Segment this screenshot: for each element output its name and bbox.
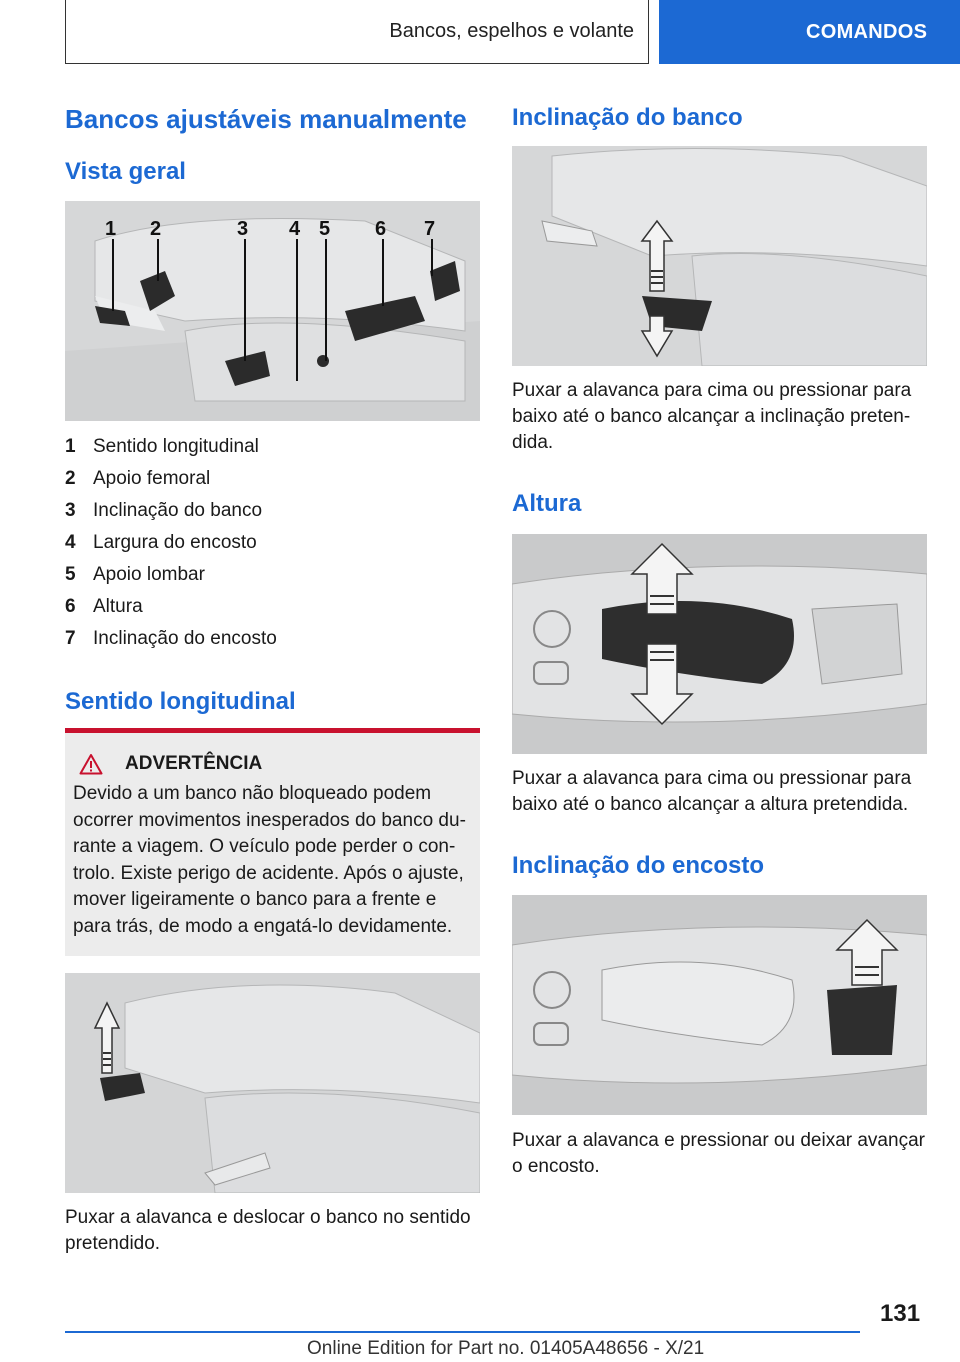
warning-text: Devido a um banco não bloqueado podem oc… bbox=[73, 783, 466, 937]
height-heading: Altura bbox=[512, 490, 582, 517]
footer-edition: Online Edition for Part no. 01405A48656 … bbox=[307, 1338, 705, 1359]
warning-triangle-icon bbox=[79, 754, 103, 775]
callout-2: 2 bbox=[150, 218, 161, 240]
header-section-title-box: Bancos, espelhos e volante bbox=[65, 0, 649, 64]
warning-box: ADVERTÊNCIA Devido a um banco não bloque… bbox=[65, 733, 480, 956]
footer-rule bbox=[65, 1331, 860, 1333]
seat-overview-figure: 1 2 3 4 5 6 7 bbox=[65, 201, 480, 421]
callout-3: 3 bbox=[237, 218, 248, 240]
height-text: Puxar a alavanca para cima ou pressionar… bbox=[512, 768, 912, 815]
seat-tilt-text: Puxar a alavanca para cima ou pressionar… bbox=[512, 380, 912, 453]
backrest-heading: Inclinação do encosto bbox=[512, 852, 765, 879]
warning-title-row: ADVERTÊNCIA bbox=[79, 751, 472, 777]
longitudinal-heading: Sentido longitudinal bbox=[65, 688, 296, 715]
callout-5: 5 bbox=[319, 218, 330, 240]
callout-6: 6 bbox=[375, 218, 386, 240]
seat-tilt-heading: Inclinação do banco bbox=[512, 104, 743, 131]
header-chapter-label: COMANDOS bbox=[806, 20, 928, 43]
callout-7: 7 bbox=[424, 218, 435, 240]
page-title: Bancos ajustáveis manualmente bbox=[65, 104, 467, 134]
header-chapter-tab: COMANDOS bbox=[659, 0, 960, 64]
page-number: 131 bbox=[880, 1300, 921, 1327]
backrest-text: Puxar a alavanca e pressionar ou deixar … bbox=[512, 1130, 925, 1177]
backrest-figure bbox=[512, 895, 927, 1115]
height-figure bbox=[512, 534, 927, 754]
longitudinal-figure bbox=[65, 973, 480, 1193]
header-section-title: Bancos, espelhos e volante bbox=[389, 20, 634, 42]
overview-heading: Vista geral bbox=[65, 158, 186, 185]
seat-tilt-figure bbox=[512, 146, 927, 366]
longitudinal-text: Puxar a alavanca e deslocar o banco no s… bbox=[65, 1207, 471, 1254]
callout-1: 1 bbox=[105, 218, 116, 240]
warning-title: ADVERTÊNCIA bbox=[125, 753, 263, 774]
warning-rule bbox=[65, 728, 480, 733]
callout-4: 4 bbox=[289, 218, 301, 240]
